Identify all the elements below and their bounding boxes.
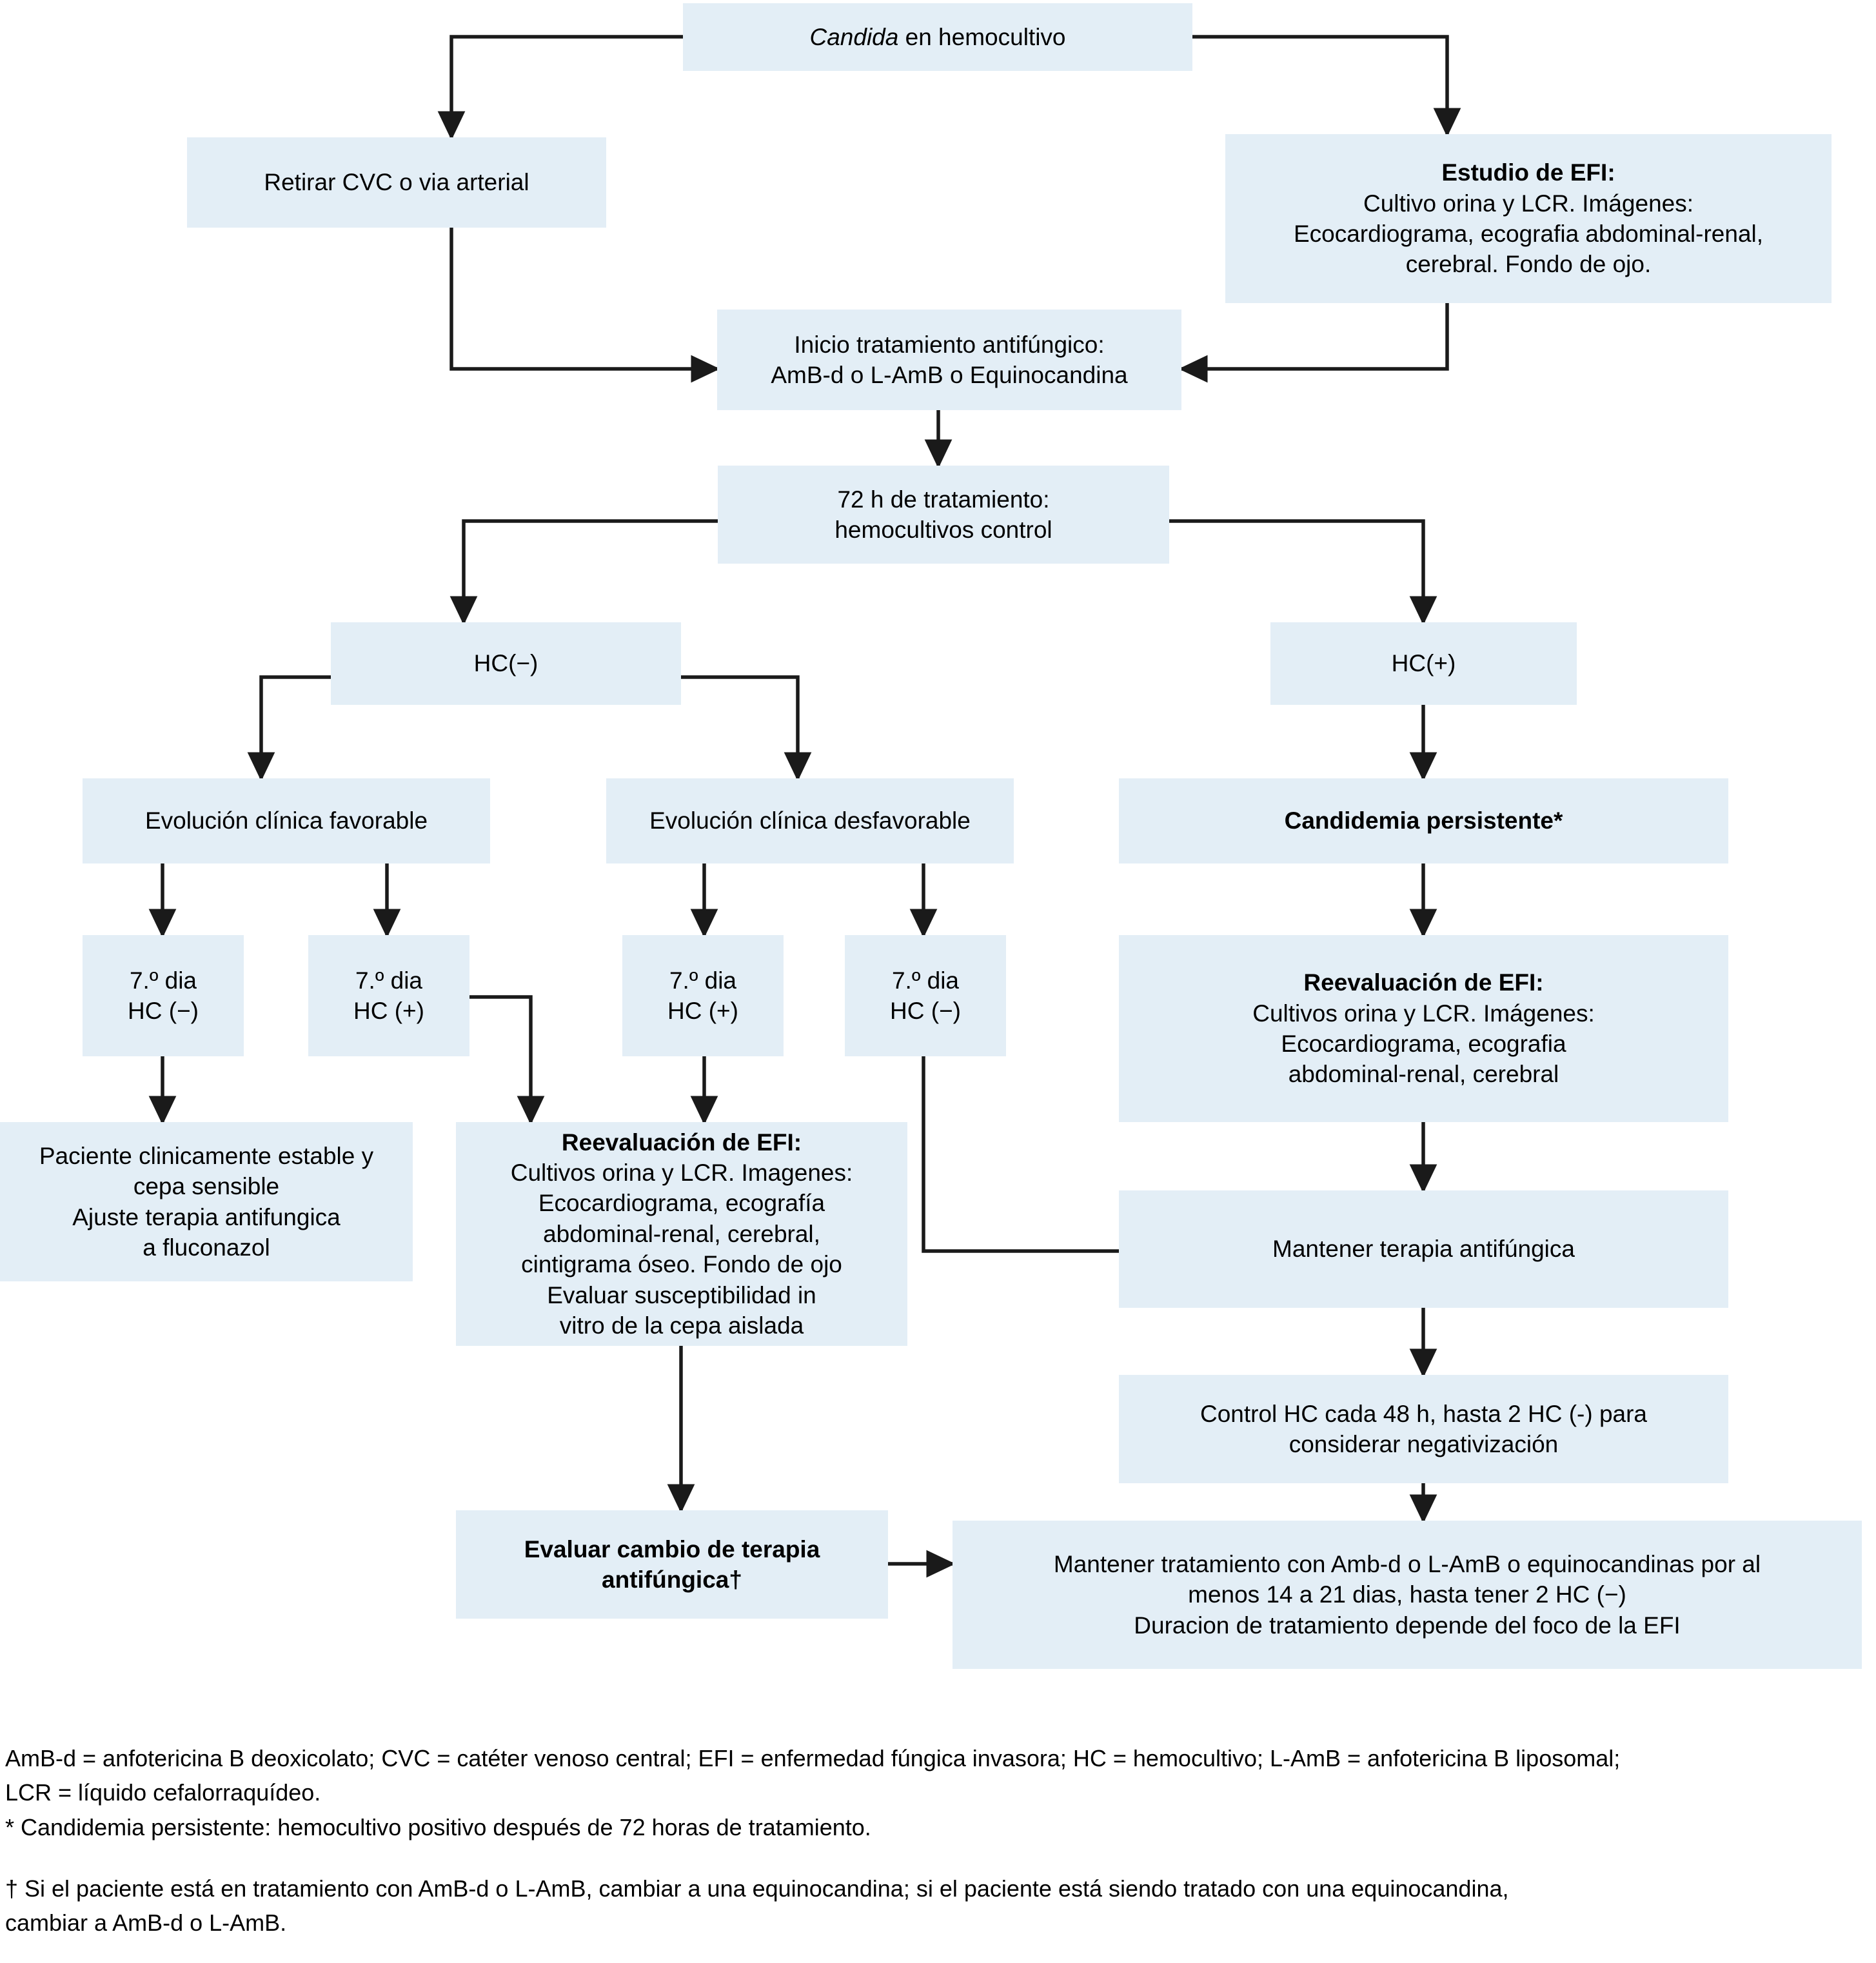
node-paciente-estable: Paciente clinicamente estable y cepa sen… [0,1122,413,1281]
inicio-line1: Inicio tratamiento antifúngico: [794,331,1105,358]
estudio-efi-line1: Cultivo orina y LCR. Imágenes: [1363,190,1694,217]
reevaluacion-centro-title: Reevaluación de EFI: [561,1129,802,1156]
paciente-line4: a fluconazol [143,1234,270,1261]
node-hc-positivo: HC(+) [1270,622,1577,705]
reevaluacion-derecha-title: Reevaluación de EFI: [1303,969,1544,996]
node-evaluar-cambio-terapia: Evaluar cambio de terapia antifúngica† [456,1510,888,1619]
evolucion-desfavorable-label: Evolución clínica desfavorable [649,807,971,834]
footnote-spacer [5,1844,1872,1871]
node-mantener-terapia: Mantener terapia antifúngica [1119,1190,1728,1308]
reevaluacion-derecha-line2: Ecocardiograma, ecografia [1281,1031,1566,1057]
reevaluacion-derecha-line1: Cultivos orina y LCR. Imágenes: [1252,1000,1595,1027]
mantener-tratamiento-line3: Duracion de tratamiento depende del foco… [1134,1612,1681,1639]
reevaluacion-derecha-line3: abdominal-renal, cerebral [1288,1061,1559,1088]
footnote-star: * Candidemia persistente: hemocultivo po… [5,1810,1872,1844]
node-evolucion-desfavorable: Evolución clínica desfavorable [606,778,1014,863]
estudio-efi-title: Estudio de EFI: [1441,159,1615,186]
dia7-d-line2: HC (−) [890,998,961,1024]
node-mantener-tratamiento: Mantener tratamiento con Amb-d o L-AmB o… [953,1521,1862,1669]
node-reevaluacion-efi-derecha: Reevaluación de EFI: Cultivos orina y LC… [1119,935,1728,1122]
candida-italic: Candida [809,23,899,50]
hc-positivo-label: HC(+) [1391,650,1456,677]
node-estudio-efi: Estudio de EFI: Cultivo orina y LCR. Imá… [1225,134,1832,303]
estudio-efi-line3: cerebral. Fondo de ojo. [1405,251,1652,278]
reevaluacion-centro-line1: Cultivos orina y LCR. Imagenes: [510,1159,853,1187]
footnote-abbrev-line1: AmB-d = anfotericina B deoxicolato; CVC … [5,1745,1621,1771]
node-candidemia-persistente: Candidemia persistente* [1119,778,1728,863]
control-hc-line1: Control HC cada 48 h, hasta 2 HC (-) par… [1200,1400,1648,1427]
reevaluacion-centro-line6: vitro de la cepa aislada [559,1312,804,1339]
flowchart-canvas: Candida en hemocultivo Retirar CVC o via… [0,3,1862,1669]
h72-line2: hemocultivos control [834,517,1052,543]
node-candida-hemocultivo: Candida en hemocultivo [683,3,1192,71]
h72-line1: 72 h de tratamiento: [837,486,1050,513]
reevaluacion-centro-line3: abdominal-renal, cerebral, [543,1220,820,1247]
mantener-tratamiento-line1: Mantener tratamiento con Amb-d o L-AmB o… [1053,1550,1761,1577]
candida-rest: en hemocultivo [898,23,1066,50]
footnote-dagger-line1: † Si el paciente está en tratamiento con… [5,1875,1509,1902]
reevaluacion-centro-line2: Ecocardiograma, ecografía [538,1190,825,1217]
paciente-line1: Paciente clinicamente estable y [39,1142,374,1169]
inicio-line2: AmB-d o L-AmB o Equinocandina [771,362,1128,388]
node-72h-tratamiento: 72 h de tratamiento: hemocultivos contro… [718,466,1169,564]
dia7-b-line1: 7.º dia [355,967,423,994]
dia7-a-line2: HC (−) [128,998,199,1024]
paciente-line2: cepa sensible [133,1173,280,1200]
mantener-terapia-label: Mantener terapia antifúngica [1272,1236,1575,1263]
candida-label: Candida en hemocultivo [810,22,1066,52]
node-dia7-hc-positivo-c: 7.º dia HC (+) [622,935,784,1056]
node-reevaluacion-efi-centro: Reevaluación de EFI: Cultivos orina y LC… [456,1122,907,1346]
hc-negativo-label: HC(−) [473,650,538,677]
evaluar-cambio-line2: antifúngica† [602,1566,742,1593]
node-evolucion-favorable: Evolución clínica favorable [83,778,490,863]
mantener-tratamiento-line2: menos 14 a 21 dias, hasta tener 2 HC (−) [1188,1581,1626,1608]
dia7-b-line2: HC (+) [353,998,424,1024]
footnote-abbrev-line2: LCR = líquido cefalorraquídeo. [5,1779,321,1806]
estudio-efi-line2: Ecocardiograma, ecografia abdominal-rena… [1293,221,1764,247]
node-inicio-tratamiento: Inicio tratamiento antifúngico: AmB-d o … [717,310,1181,410]
reevaluacion-centro-line5: Evaluar susceptibilidad in [547,1281,816,1308]
footnotes: AmB-d = anfotericina B deoxicolato; CVC … [5,1741,1872,1940]
footnote-dagger: † Si el paciente está en tratamiento con… [5,1871,1872,1940]
evaluar-cambio-line1: Evaluar cambio de terapia [524,1535,820,1563]
node-retirar-cvc: Retirar CVC o via arterial [187,137,606,228]
footnote-abbreviations: AmB-d = anfotericina B deoxicolato; CVC … [5,1741,1872,1810]
candidemia-persistente-label: Candidemia persistente* [1284,807,1563,834]
node-hc-negativo: HC(−) [331,622,681,705]
footnote-star-text: * Candidemia persistente: hemocultivo po… [5,1813,871,1840]
dia7-a-line1: 7.º dia [129,967,197,994]
node-dia7-hc-negativo-a: 7.º dia HC (−) [83,935,244,1056]
node-dia7-hc-positivo-b: 7.º dia HC (+) [308,935,469,1056]
node-control-hc-48h: Control HC cada 48 h, hasta 2 HC (-) par… [1119,1375,1728,1483]
dia7-d-line1: 7.º dia [891,967,960,994]
control-hc-line2: considerar negativización [1289,1431,1559,1457]
node-dia7-hc-negativo-d: 7.º dia HC (−) [845,935,1006,1056]
retirar-cvc-label: Retirar CVC o via arterial [264,169,529,196]
dia7-c-line1: 7.º dia [669,967,737,994]
evolucion-favorable-label: Evolución clínica favorable [144,807,428,834]
reevaluacion-centro-line4: cintigrama óseo. Fondo de ojo [521,1251,842,1278]
paciente-line3: Ajuste terapia antifungica [72,1203,341,1230]
dia7-c-line2: HC (+) [667,998,738,1024]
footnote-dagger-line2: cambiar a AmB-d o L-AmB. [5,1909,287,1937]
